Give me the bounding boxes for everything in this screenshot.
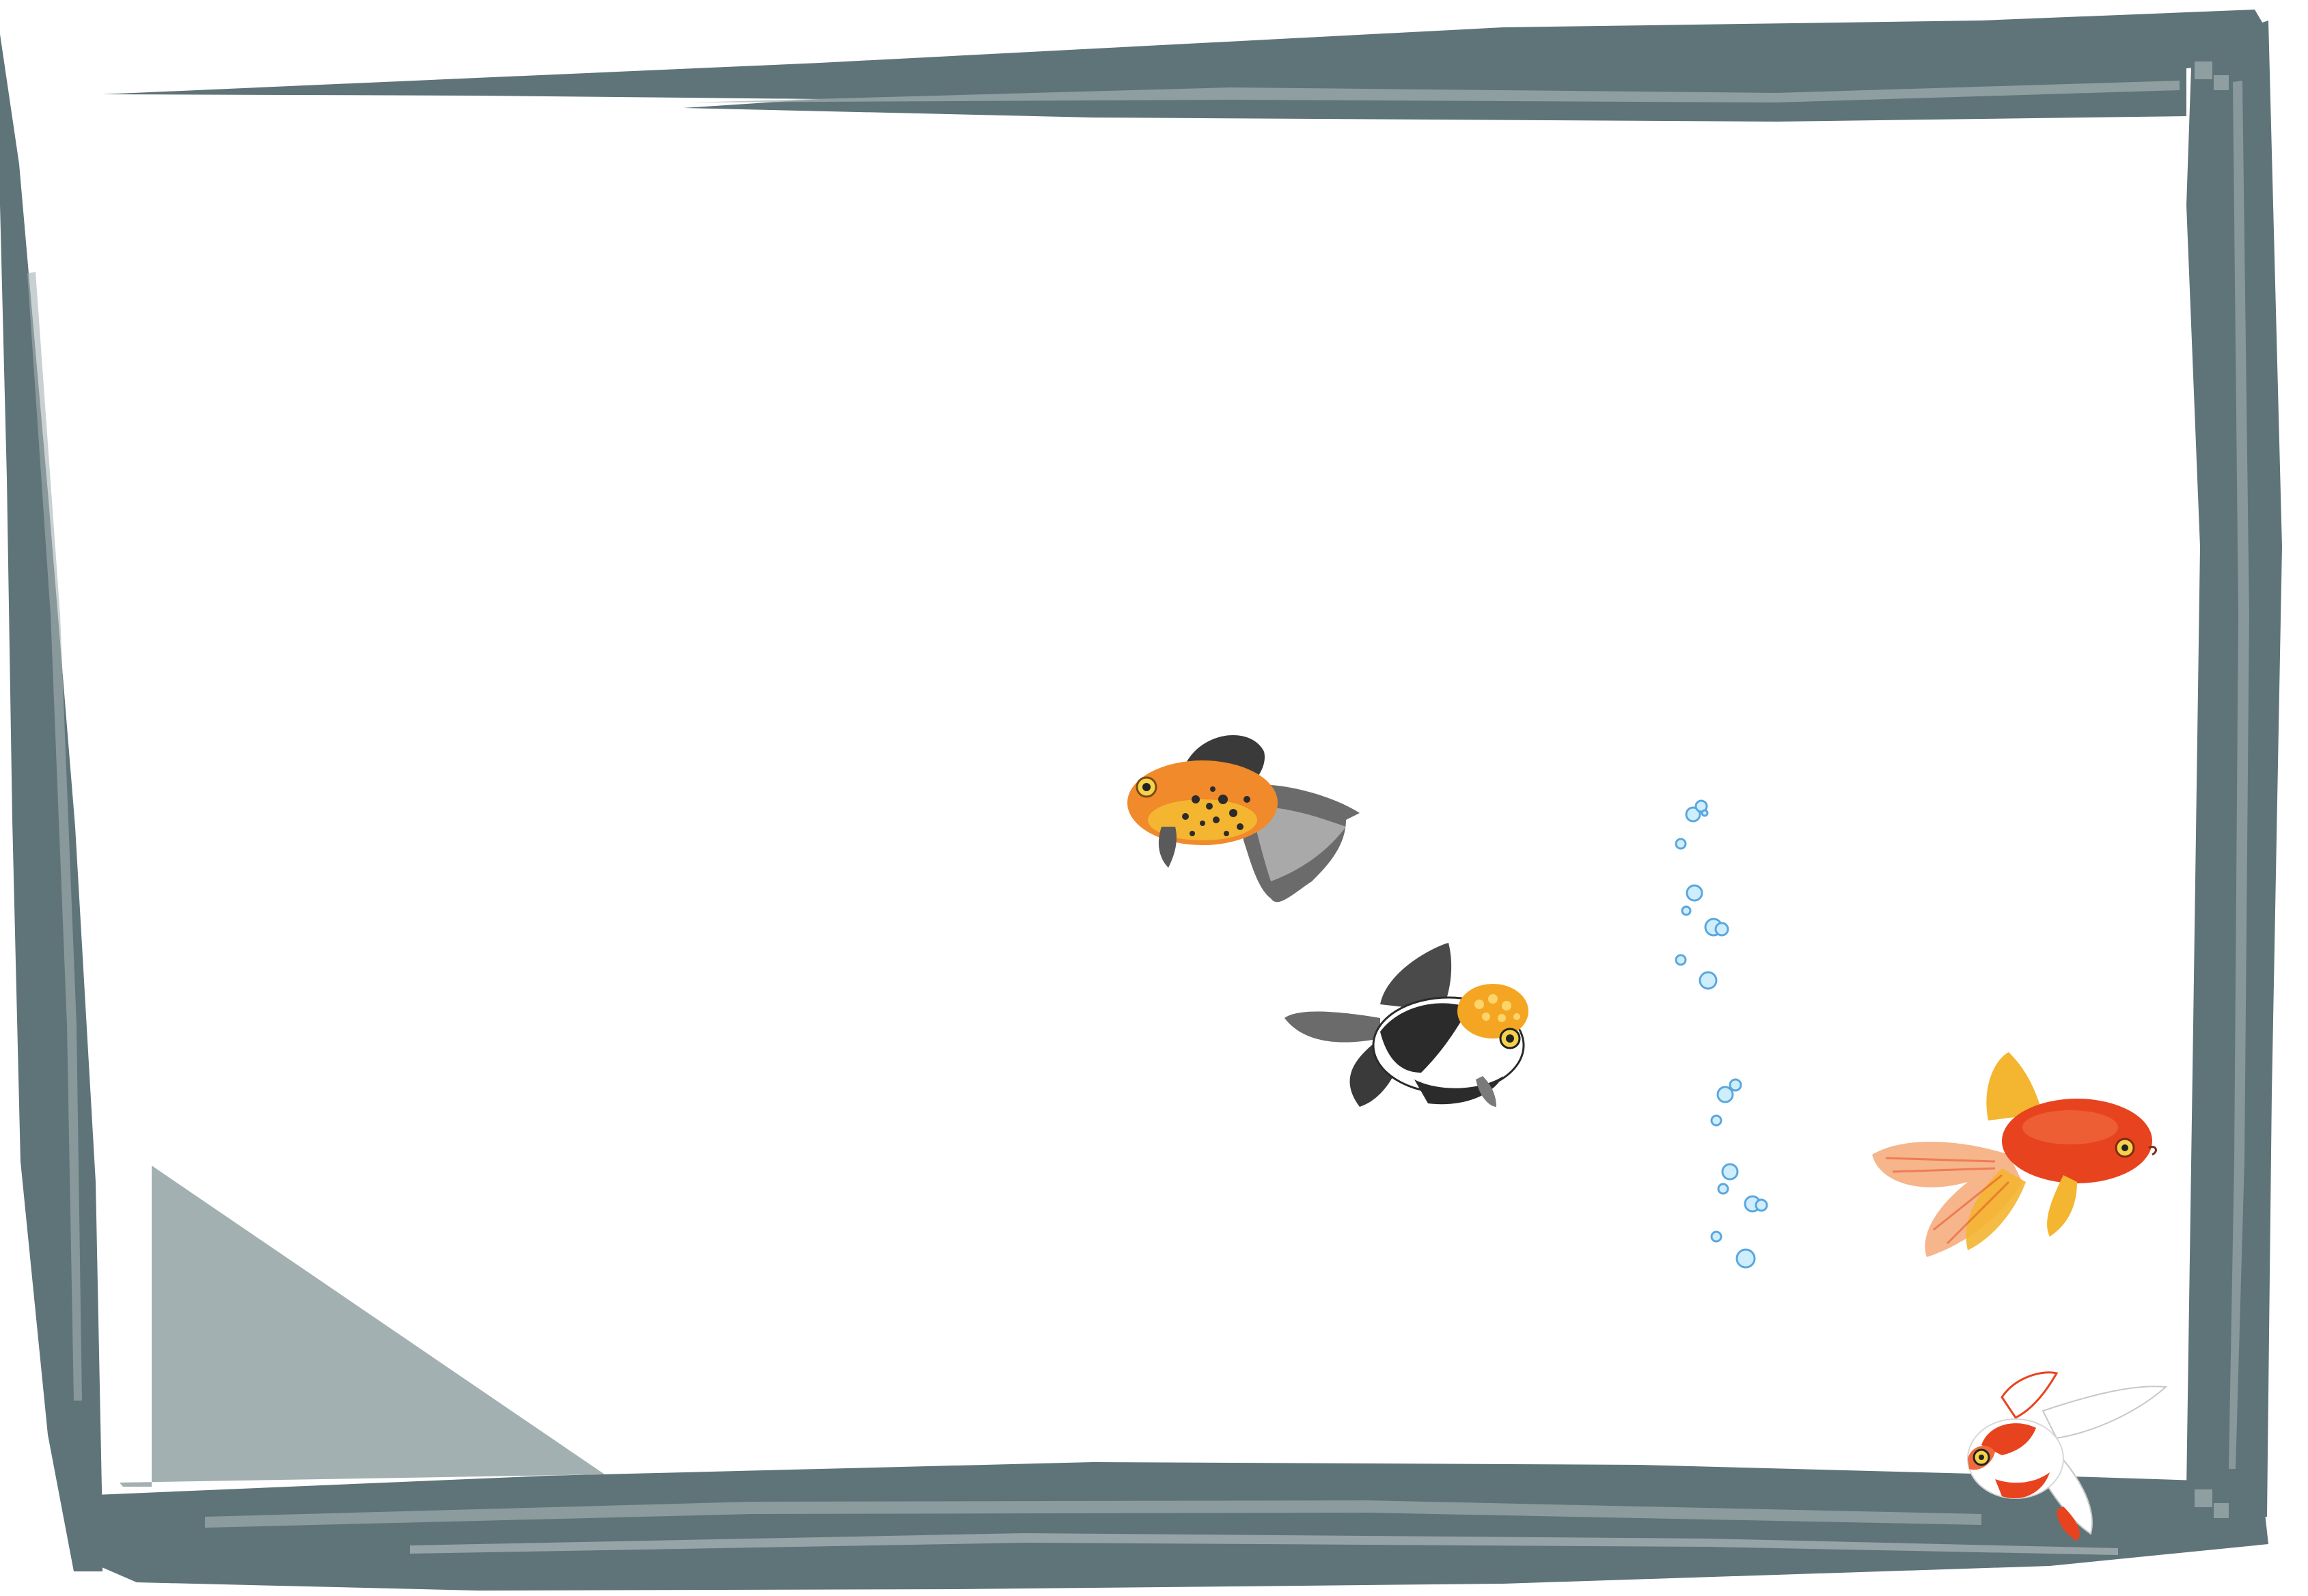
bubble bbox=[1714, 922, 1729, 937]
calico-tail-fin-shade bbox=[1250, 806, 1346, 881]
calico-pectoral-fin bbox=[1158, 827, 1177, 868]
ryukin-tail-fin-upper bbox=[2042, 1386, 2168, 1440]
frame-corner-step-tr2 bbox=[2214, 75, 2229, 90]
ryukin-red-patch-2 bbox=[1995, 1472, 2050, 1499]
fantail-body-shine bbox=[2022, 1110, 2118, 1144]
red-white-ryukin-goldfish bbox=[1967, 1371, 2168, 1541]
fantail-dorsal-fin bbox=[1986, 1052, 2043, 1120]
frame-corner-step-br2 bbox=[2214, 1503, 2229, 1518]
glass-shade-triangle bbox=[120, 1166, 605, 1487]
fantail-tail-fin-streaks bbox=[1885, 1157, 2010, 1245]
frame-corner-step-br1 bbox=[2195, 1489, 2212, 1507]
bubble bbox=[1681, 905, 1692, 916]
panda-pectoral-fin bbox=[1476, 1076, 1496, 1107]
frame-right-stroke bbox=[2186, 20, 2282, 1518]
bubble bbox=[1710, 1230, 1722, 1243]
panda-wen-texture bbox=[1474, 994, 1520, 1022]
aquarium-frame bbox=[0, 10, 2282, 1591]
bubble bbox=[1735, 1248, 1756, 1269]
bubble bbox=[1675, 838, 1687, 850]
bubble bbox=[1717, 1183, 1729, 1195]
frame-bottom-highlight-2 bbox=[410, 1533, 2118, 1555]
frame-top-stroke bbox=[102, 10, 2268, 122]
frame-right-highlight bbox=[2229, 81, 2249, 1469]
frame-left-stroke bbox=[0, 34, 102, 1571]
bubble bbox=[1686, 884, 1703, 902]
panda-pupil bbox=[1506, 1034, 1514, 1043]
bubble bbox=[1710, 1114, 1722, 1127]
bubble bbox=[1699, 971, 1718, 990]
panda-wen bbox=[1457, 984, 1528, 1038]
panda-belly-patch bbox=[1414, 1076, 1503, 1105]
frame-left-highlight bbox=[27, 272, 82, 1401]
panda-dorsal-fin bbox=[1380, 943, 1452, 1011]
bubble bbox=[1685, 806, 1701, 823]
bubble bbox=[1721, 1163, 1739, 1181]
bubble bbox=[1701, 809, 1709, 817]
ryukin-red-patch bbox=[1981, 1423, 2036, 1455]
frame-bottom-stroke bbox=[96, 1462, 2268, 1591]
red-fantail-goldfish bbox=[1872, 1052, 2157, 1257]
fantail-mouth bbox=[2148, 1146, 2157, 1156]
fantail-tail-fin-gold bbox=[1966, 1168, 2026, 1250]
frame-top-highlight bbox=[690, 81, 2180, 102]
frame-corner-step-tr1 bbox=[2195, 61, 2212, 79]
bubble bbox=[1729, 1078, 1742, 1092]
bubble bbox=[1716, 1086, 1734, 1103]
lower-bubbles bbox=[1710, 1078, 1768, 1269]
calico-spots bbox=[1182, 786, 1250, 836]
ryukin-dorsal-fin bbox=[2001, 1371, 2059, 1419]
upper-bubbles bbox=[1675, 799, 1729, 990]
panda-oranda-goldfish bbox=[1284, 943, 1528, 1107]
bubble bbox=[1675, 954, 1687, 966]
calico-pupil bbox=[1142, 783, 1151, 791]
frame-bottom-highlight bbox=[205, 1500, 1981, 1528]
ryukin-tail-red bbox=[2057, 1506, 2080, 1541]
bubble bbox=[1755, 1198, 1768, 1212]
calico-telescope-goldfish bbox=[1127, 735, 1360, 903]
panda-tail-fin-upper bbox=[1284, 1011, 1380, 1043]
panda-body-black-patch bbox=[1380, 1003, 1469, 1073]
fantail-pectoral-fin bbox=[2047, 1175, 2077, 1237]
ryukin-pupil bbox=[1979, 1455, 1984, 1460]
fantail-pupil bbox=[2121, 1144, 2128, 1151]
